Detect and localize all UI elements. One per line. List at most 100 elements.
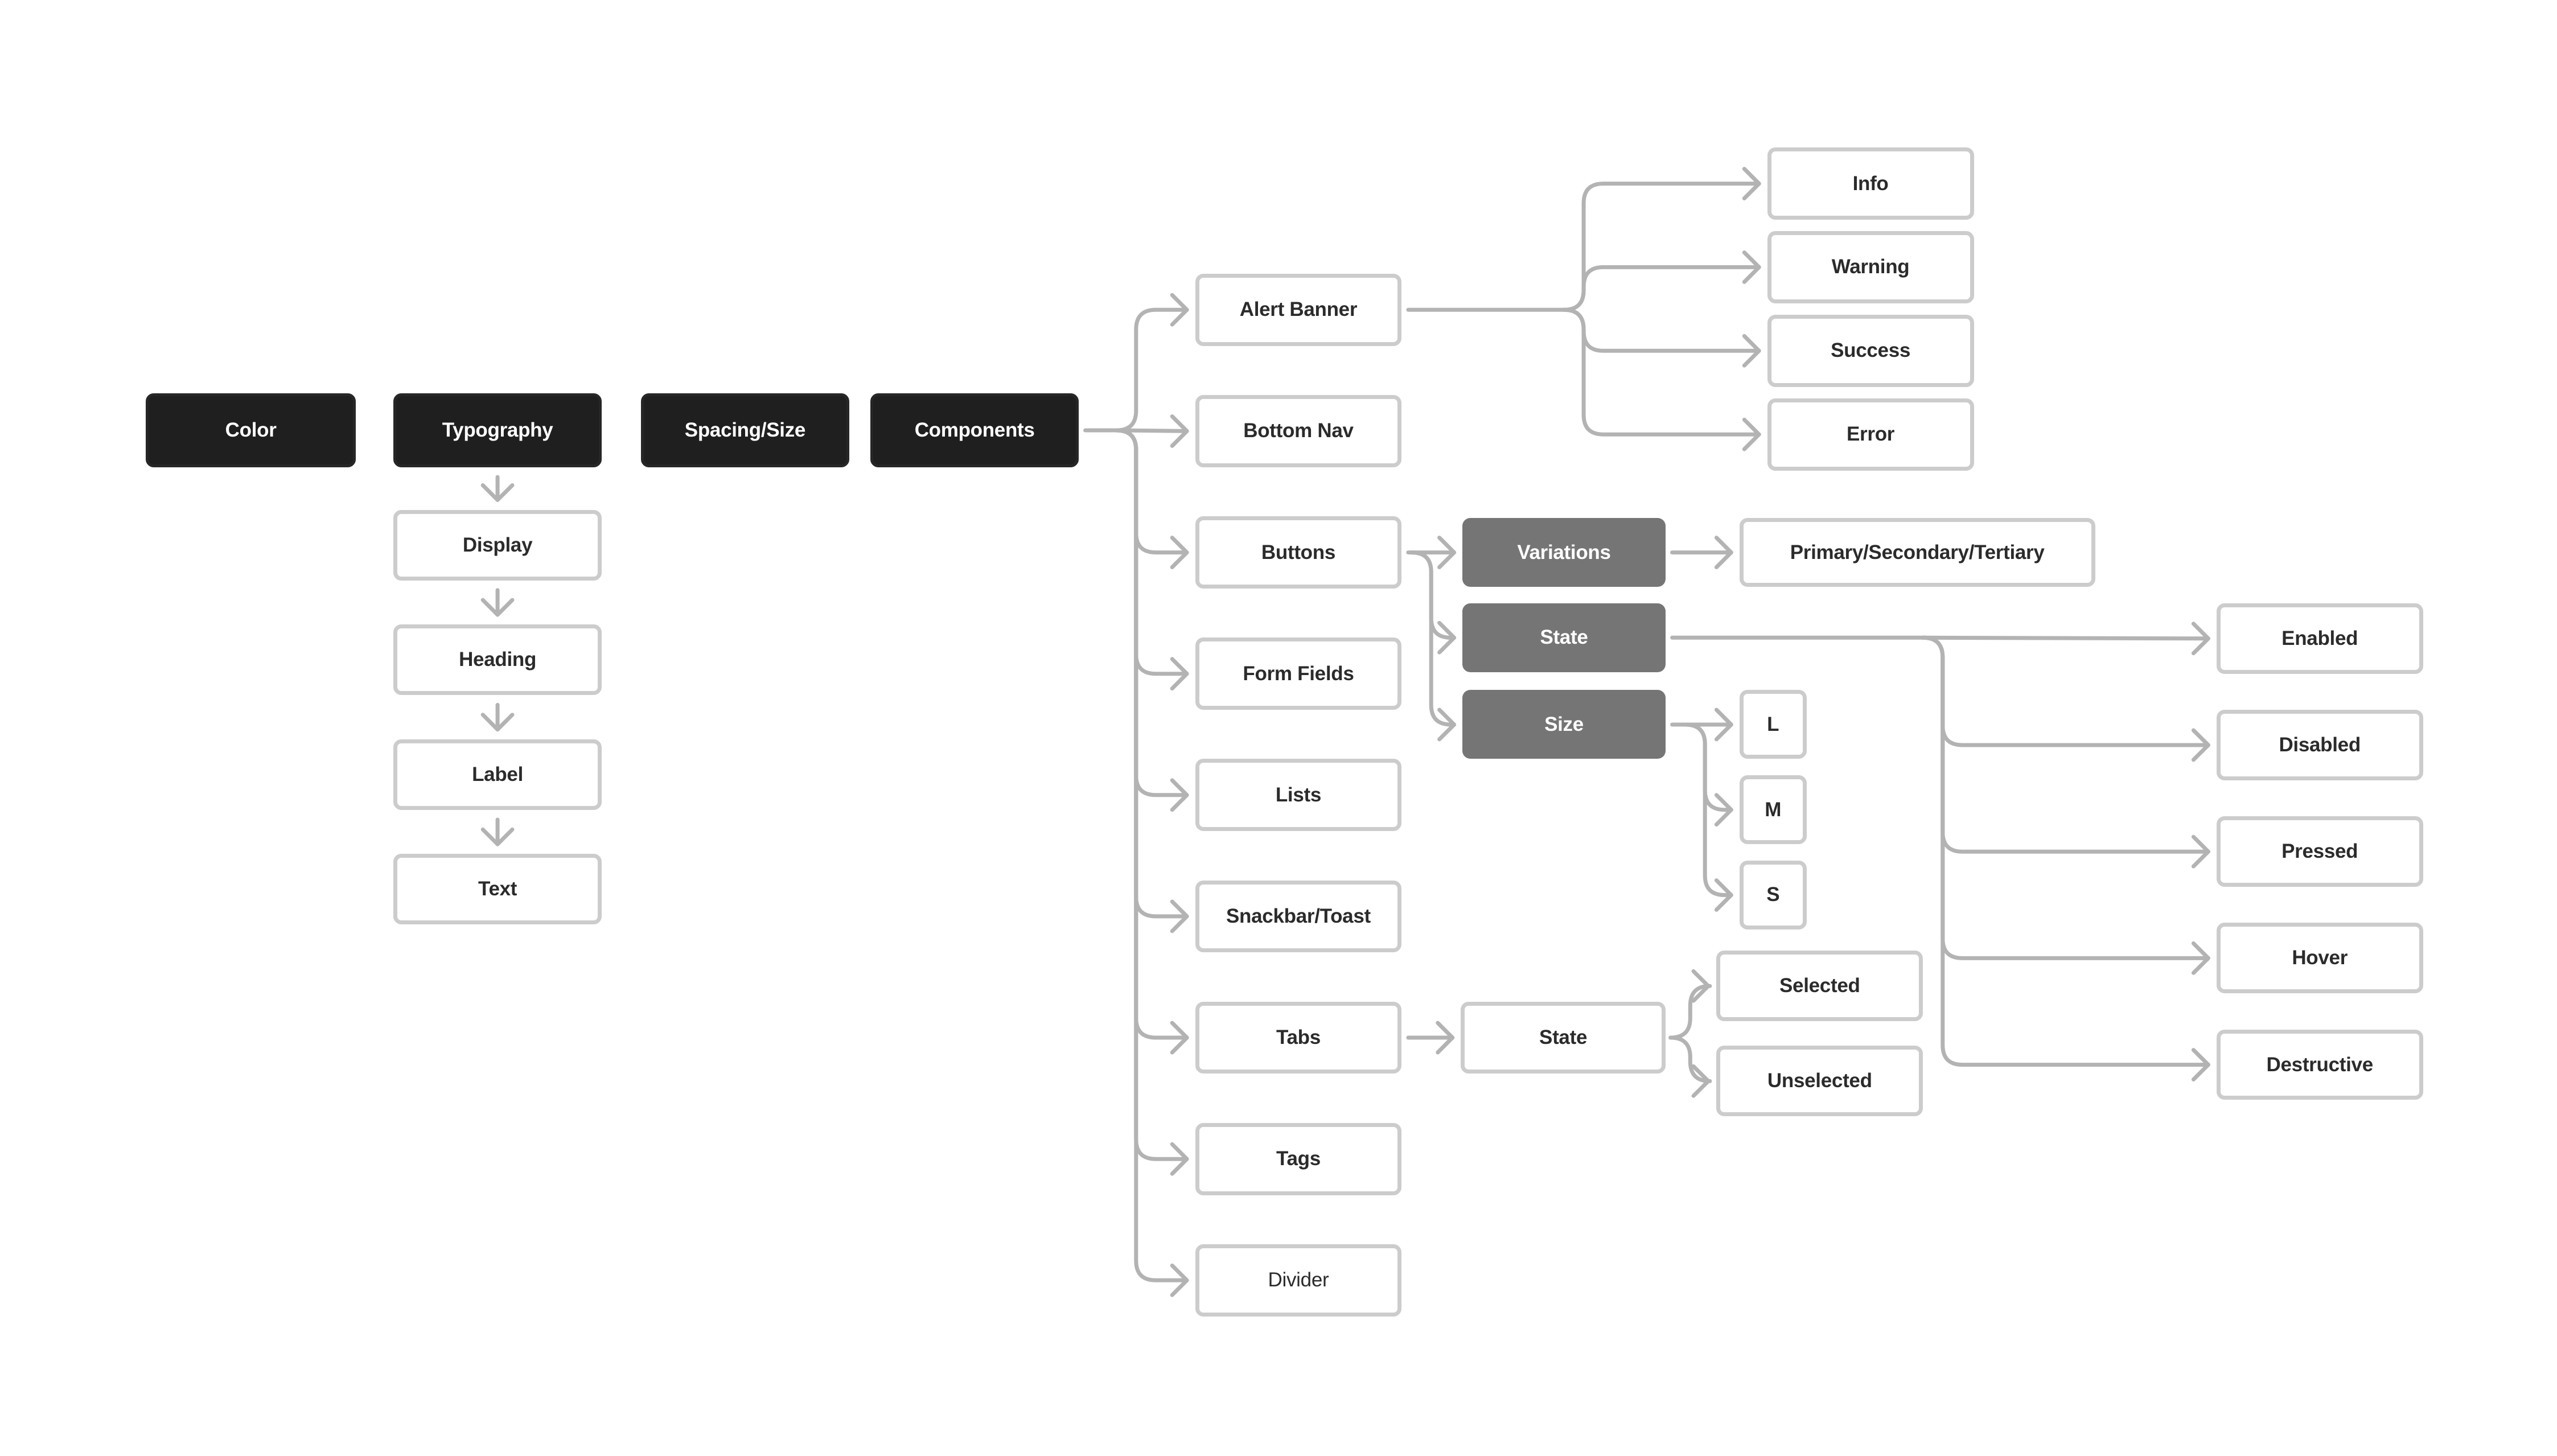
category-components[interactable]: Components: [870, 393, 1079, 467]
typography-text[interactable]: Text: [393, 854, 602, 925]
typography-label[interactable]: Label: [393, 739, 602, 810]
components-connector-branch: [1114, 428, 1189, 1040]
buttons-variations[interactable]: Variations: [1462, 518, 1666, 587]
variations-arrowhead: [1714, 536, 1733, 569]
size-connector-arrowhead: [1714, 793, 1733, 827]
node-label: Disabled: [2279, 733, 2361, 756]
size-connector-arrowhead: [1714, 878, 1733, 912]
component-form-fields[interactable]: Form Fields: [1195, 637, 1402, 710]
category-typography[interactable]: Typography: [393, 393, 602, 467]
buttons-variations-primary-secondary-tertiary[interactable]: Primary/Secondary/Tertiary: [1739, 518, 2095, 587]
node-label: Tabs: [1276, 1026, 1321, 1049]
alert-connector-arrowhead: [1742, 167, 1761, 200]
buttons-connector-arrowhead: [1437, 536, 1457, 569]
state-connector-branch: [1921, 635, 2210, 747]
state-connector-arrowhead: [2191, 834, 2210, 869]
components-connector-arrowhead: [1170, 414, 1189, 448]
buttons-state-pressed[interactable]: Pressed: [2216, 816, 2423, 887]
node-label: Enabled: [2281, 627, 2358, 649]
node-label: Color: [225, 418, 277, 441]
buttons-state-disabled[interactable]: Disabled: [2216, 710, 2423, 780]
node-label: Heading: [459, 648, 537, 671]
tabs-state-connector-branch: [1668, 1035, 1712, 1083]
buttons-connector-branch: [1409, 550, 1457, 727]
buttons-state-hover[interactable]: Hover: [2216, 923, 2423, 994]
buttons-state-enabled[interactable]: Enabled: [2216, 603, 2423, 674]
tabs-state-connector-branch: [1668, 984, 1712, 1040]
node-label: Destructive: [2266, 1053, 2374, 1076]
buttons-size[interactable]: Size: [1462, 690, 1666, 759]
components-connector-arrowhead: [1170, 293, 1189, 327]
component-lists[interactable]: Lists: [1195, 759, 1402, 832]
tabs-state[interactable]: State: [1461, 1001, 1666, 1074]
node-label: Unselected: [1767, 1070, 1872, 1092]
alert-info[interactable]: Info: [1767, 147, 1974, 220]
components-connector-branch: [1114, 428, 1189, 433]
node-label: Info: [1852, 172, 1889, 195]
components-connector-arrowhead: [1170, 1263, 1189, 1297]
buttons-size-m[interactable]: M: [1739, 775, 1807, 845]
alert-connector-arrowhead: [1742, 334, 1761, 368]
alert-warning[interactable]: Warning: [1767, 231, 1974, 303]
component-tags[interactable]: Tags: [1195, 1122, 1402, 1195]
node-label: Display: [462, 533, 533, 556]
alert-connector-arrowhead: [1742, 417, 1761, 451]
node-label: L: [1767, 713, 1779, 735]
component-buttons[interactable]: Buttons: [1195, 516, 1402, 589]
state-connector-branch: [1921, 635, 2210, 960]
node-label: Components: [914, 418, 1035, 441]
node-label: Selected: [1779, 974, 1860, 997]
component-alert-banner[interactable]: Alert Banner: [1195, 273, 1402, 346]
category-spacing-size[interactable]: Spacing/Size: [641, 393, 849, 467]
node-label: Primary/Secondary/Tertiary: [1790, 541, 2045, 564]
node-label: Label: [472, 763, 524, 785]
tabs-state-selected[interactable]: Selected: [1716, 951, 1923, 1022]
typography-heading[interactable]: Heading: [393, 624, 602, 696]
node-label: State: [1540, 626, 1588, 649]
buttons-size-s[interactable]: S: [1739, 861, 1807, 929]
components-connector-arrowhead: [1170, 1021, 1189, 1055]
state-connector-arrowhead: [2191, 1048, 2210, 1081]
components-connector-arrowhead: [1170, 657, 1189, 691]
buttons-state-destructive[interactable]: Destructive: [2216, 1029, 2423, 1100]
component-bottom-nav[interactable]: Bottom Nav: [1195, 395, 1402, 467]
node-label: Tags: [1276, 1147, 1321, 1170]
alert-error[interactable]: Error: [1767, 398, 1974, 471]
node-label: Size: [1544, 713, 1584, 735]
components-connector-arrowhead: [1170, 778, 1189, 812]
tabs-state-connector-arrowhead: [1691, 969, 1711, 1003]
components-connector-branch: [1114, 307, 1189, 433]
buttons-connector-arrowhead: [1437, 620, 1457, 655]
node-label: State: [1539, 1026, 1588, 1049]
typography-arrowhead: [480, 483, 515, 502]
node-label: Variations: [1517, 541, 1611, 564]
alert-connector-branch: [1562, 307, 1761, 437]
component-divider[interactable]: Divider: [1195, 1244, 1402, 1317]
alert-success[interactable]: Success: [1767, 314, 1974, 387]
component-snackbar-toast[interactable]: Snackbar/Toast: [1195, 880, 1402, 953]
buttons-state[interactable]: State: [1462, 603, 1666, 672]
state-connector-arrowhead: [2191, 941, 2210, 975]
components-connector-arrowhead: [1170, 536, 1189, 569]
state-connector-branch: [1921, 635, 2210, 1067]
typography-display[interactable]: Display: [393, 509, 602, 581]
alert-connector-arrowhead: [1742, 250, 1761, 284]
alert-connector-branch: [1562, 265, 1761, 312]
node-label: S: [1766, 883, 1780, 906]
typography-arrowhead: [480, 827, 515, 846]
buttons-size-l[interactable]: L: [1739, 690, 1807, 759]
components-connector-arrowhead: [1170, 899, 1189, 933]
components-connector-branch: [1114, 428, 1189, 797]
tabs-state-connector-arrowhead: [1691, 1064, 1711, 1098]
alert-connector-branch: [1562, 182, 1761, 312]
node-label: M: [1765, 798, 1782, 821]
state-connector-branch: [1921, 635, 2210, 641]
tabs-state-unselected[interactable]: Unselected: [1716, 1046, 1923, 1117]
node-label: Form Fields: [1243, 662, 1354, 685]
node-label: Buttons: [1261, 541, 1335, 564]
category-color[interactable]: Color: [146, 393, 356, 467]
node-label: Snackbar/Toast: [1226, 904, 1371, 927]
component-tabs[interactable]: Tabs: [1195, 1001, 1402, 1074]
state-connector-arrowhead: [2191, 728, 2210, 762]
